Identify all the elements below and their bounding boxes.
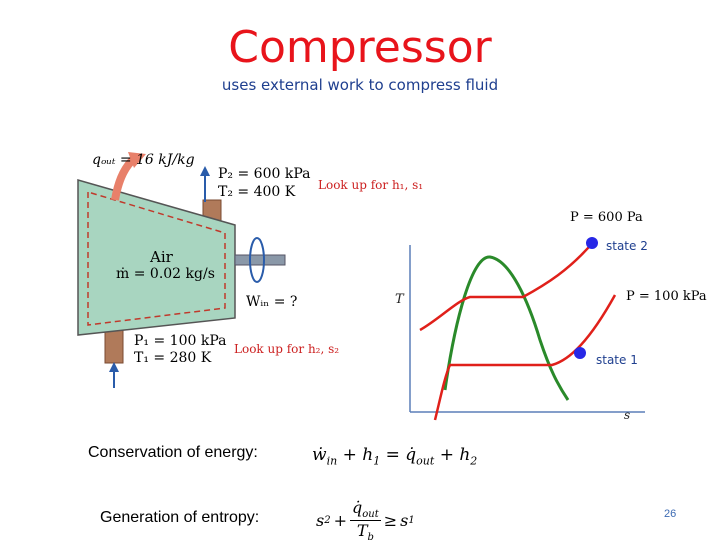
entropy-equation-label: Generation of entropy: [100, 509, 260, 526]
page-number: 26 [664, 508, 677, 520]
p1-label: P₁ = 100 kPa [134, 333, 227, 349]
lookup-state1-note: Look up for h₁, s₁ [318, 178, 424, 192]
isobar-low [433, 294, 617, 421]
fraction-denominator: Tb [357, 521, 374, 543]
slide-subtitle: uses external work to compress fluid [221, 76, 499, 94]
fraction-numerator: q̇out [350, 498, 381, 522]
p2-label: P₂ = 600 kPa [218, 166, 311, 182]
ts-diagram [409, 237, 645, 421]
h2-subscript: 2 [470, 454, 478, 468]
t1-label: T₁ = 280 K [134, 350, 212, 366]
plus-sign-entropy: + [333, 511, 347, 531]
state1-marker [574, 347, 586, 359]
fluid-label: Air [150, 248, 173, 266]
compressor-figure [77, 152, 286, 388]
q-subscript: out [416, 454, 435, 468]
outlet-arrowhead-icon [200, 166, 210, 176]
h1-term: h [362, 445, 374, 465]
s2-subscript: 2 [324, 515, 331, 527]
state1-label: state 1 [596, 353, 638, 367]
isobar-high [419, 239, 596, 332]
compressor-body [77, 179, 236, 336]
isobar-low-label: P = 100 kPa [626, 289, 707, 304]
isobar-high-label: P = 600 Pa [570, 210, 643, 225]
slide-title: Compressor [228, 22, 492, 73]
plus-sign-2: + [439, 445, 454, 465]
t2-label: T₂ = 400 K [218, 184, 296, 200]
rotation-arrow-icon [249, 237, 265, 283]
saturation-dome [443, 255, 570, 401]
t-axis-label: T [395, 292, 404, 307]
w-subscript: in [326, 454, 338, 468]
plus-sign: + [342, 445, 357, 465]
s1-subscript: 1 [408, 515, 415, 527]
t-term: T [356, 521, 368, 541]
lookup-state2-note: Look up for h₂, s₂ [234, 342, 340, 356]
ge-sign: ≥ [383, 511, 398, 531]
state2-marker [586, 237, 598, 249]
state2-label: state 2 [606, 239, 648, 253]
control-volume-boundary [87, 190, 226, 326]
q-over-t-fraction: q̇out Tb [350, 498, 381, 543]
s-axis-label: s [624, 408, 631, 422]
h1-subscript: 1 [373, 454, 381, 468]
w-in-label: Wᵢₙ = ? [246, 294, 298, 310]
mass-flow-label: ṁ = 0.02 kg/s [116, 266, 215, 282]
heat-out-arrowhead-icon [128, 152, 146, 168]
s2-term: s [316, 511, 325, 531]
s1-term: s [400, 511, 409, 531]
energy-equation: ẇin + h1 = q̇out + h2 [312, 445, 477, 467]
shaft [234, 254, 286, 266]
w-term: ẇ [312, 445, 327, 465]
equals-sign: = [385, 445, 400, 465]
q-term: q̇ [405, 445, 417, 465]
h2-term: h [459, 445, 471, 465]
inlet-arrowhead-icon [109, 362, 119, 372]
q-term-entropy: q̇ [352, 498, 363, 517]
t-subscript: b [367, 532, 374, 543]
q-subscript-entropy: out [362, 509, 379, 521]
q-out-label: qₒᵤₜ = 16 kJ/kg [92, 152, 195, 168]
energy-equation-label: Conservation of energy: [88, 444, 258, 461]
